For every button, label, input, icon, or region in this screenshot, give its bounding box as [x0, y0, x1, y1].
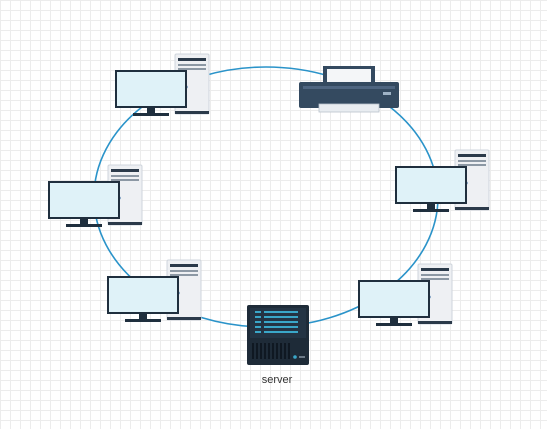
printer-icon[interactable]	[299, 66, 399, 113]
workstation-icon[interactable]	[394, 149, 490, 213]
workstation-icon[interactable]	[106, 259, 202, 323]
workstation-icon[interactable]	[47, 164, 143, 228]
server-label: server	[261, 374, 293, 386]
workstation-icon[interactable]	[114, 53, 210, 117]
server-icon[interactable]	[247, 305, 309, 365]
